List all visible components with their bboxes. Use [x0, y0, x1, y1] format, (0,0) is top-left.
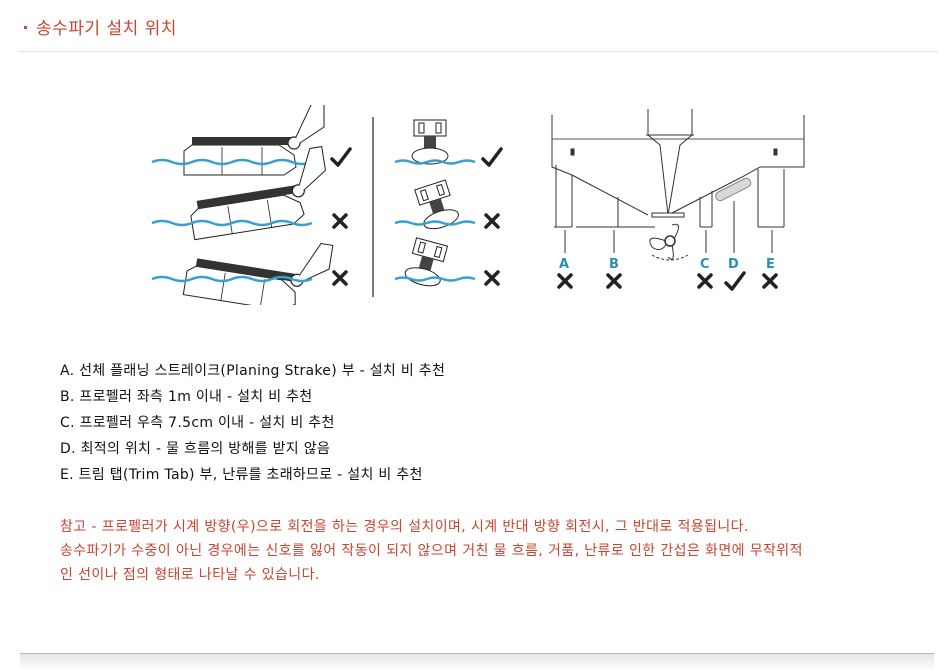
legend-item-c: C. 프로펠러 우측 7.5cm 이내 - 설치 비 추천: [60, 415, 335, 431]
note-line: 인 선이나 점의 형태로 나타날 수 있습니다.: [60, 567, 320, 583]
rear-view-panel: [393, 119, 503, 290]
title-divider: [18, 51, 938, 52]
svg-text:D: D: [728, 257, 739, 272]
section-header: 송수파기 설치 위치: [24, 12, 177, 40]
footer-divider: [20, 653, 934, 668]
svg-text:E: E: [766, 257, 775, 272]
legend-item-d: D. 최적의 위치 - 물 흐름의 방해를 받지 않음: [60, 441, 331, 457]
installation-diagram: A B C D E: [140, 102, 820, 318]
legend-item-e: E. 트림 탭(Trim Tab) 부, 난류를 초래하므로 - 설치 비 추천: [60, 467, 423, 483]
position-legend: A. 선체 플래닝 스트레이크(Planing Strake) 부 - 설치 비…: [60, 358, 445, 488]
note-line: 송수파기가 수중이 아닌 경우에는 신호를 잃어 작동이 되지 않으며 거친 물…: [60, 543, 803, 559]
svg-text:B: B: [609, 257, 619, 272]
hull-panel: [551, 109, 805, 261]
svg-text:A: A: [559, 257, 569, 272]
svg-text:C: C: [700, 257, 710, 272]
page-title: 송수파기 설치 위치: [36, 18, 177, 39]
note-line: 참고 - 프로펠러가 시계 방향(우)으로 회전을 하는 경우의 설치이며, 시…: [60, 519, 749, 535]
bullet-icon: [24, 25, 27, 29]
legend-item-b: B. 프로펠러 좌측 1m 이내 - 설치 비 추천: [60, 389, 313, 405]
notes-block: 참고 - 프로펠러가 시계 방향(우)으로 회전을 하는 경우의 설치이며, 시…: [60, 515, 920, 587]
side-view-panel: [150, 102, 352, 318]
position-labels: A B C D E: [557, 257, 778, 291]
legend-item-a: A. 선체 플래닝 스트레이크(Planing Strake) 부 - 설치 비…: [60, 363, 446, 379]
